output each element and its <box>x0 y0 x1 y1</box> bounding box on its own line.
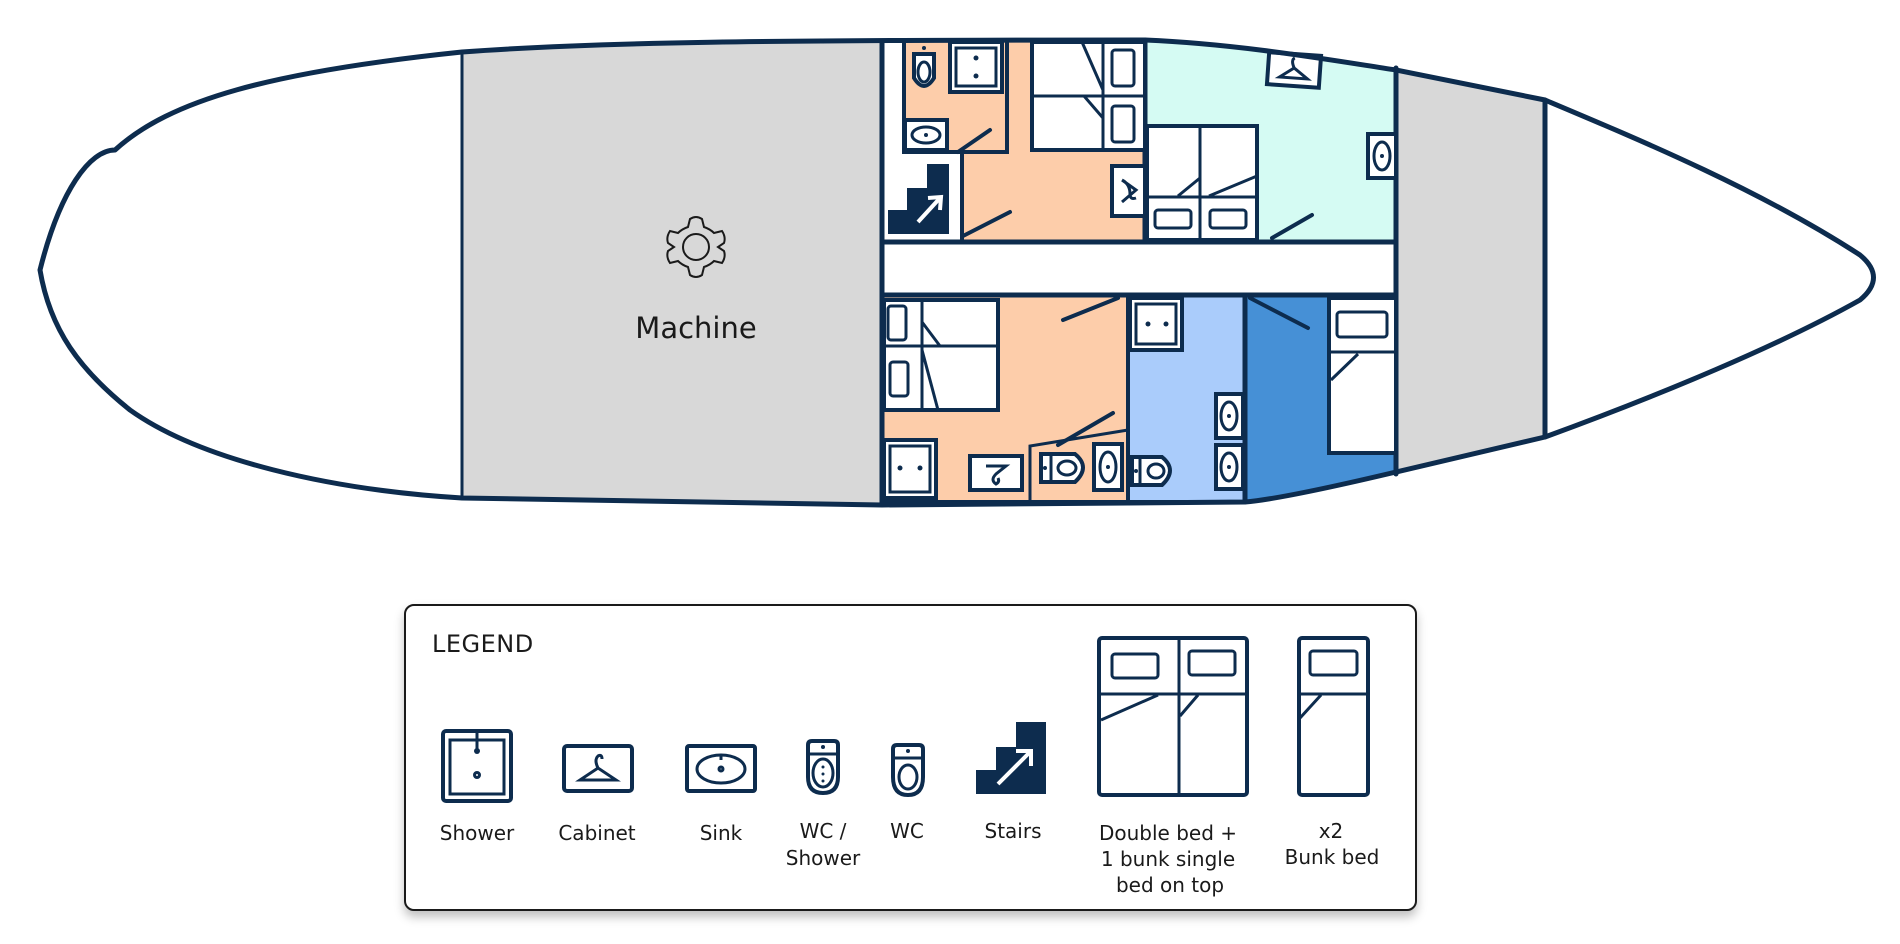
legend-label-double-bed-2: 1 bunk single <box>1101 847 1235 871</box>
legend-bunk-bed-icon <box>1297 636 1370 797</box>
sink-icon <box>903 118 949 152</box>
wc-icon <box>912 46 936 88</box>
legend-label-stairs: Stairs <box>985 819 1042 843</box>
stairs-icon <box>888 164 949 234</box>
sink-icon <box>1366 132 1398 180</box>
legend-label-wc-shower-1: WC / <box>800 819 847 843</box>
bunk-bed-icon <box>1030 40 1147 152</box>
shower-icon <box>948 40 1004 94</box>
door <box>956 128 992 154</box>
legend-label-bunk-bed-1: x2 <box>1319 819 1344 843</box>
cabinet-icon <box>968 454 1024 492</box>
legend-label-shower: Shower <box>440 821 515 845</box>
sink-icon <box>1092 442 1124 492</box>
double-bed-icon <box>1145 124 1259 242</box>
door <box>1056 411 1115 447</box>
legend-sink-icon <box>685 744 757 793</box>
legend-title: LEGEND <box>432 630 534 658</box>
single-bed-icon <box>1327 296 1398 455</box>
legend-label-cabinet: Cabinet <box>558 821 635 845</box>
legend-label-wc: WC <box>890 819 924 843</box>
legend-stairs-icon <box>976 722 1046 794</box>
sink-icon <box>1214 392 1245 440</box>
bunk-bed-icon <box>882 298 1000 412</box>
door <box>1270 213 1314 240</box>
door <box>1061 296 1120 322</box>
legend-cabinet-icon <box>562 744 634 793</box>
hull-outline <box>37 37 1876 508</box>
wc-icon <box>1039 452 1085 484</box>
legend-label-sink: Sink <box>700 821 743 845</box>
shower-icon <box>1128 296 1184 352</box>
legend-label-double-bed-1: Double bed + <box>1099 821 1237 845</box>
legend-double-bed-icon <box>1097 636 1249 797</box>
door <box>1248 296 1310 330</box>
gear-icon <box>666 216 726 278</box>
wc-icon <box>1130 455 1172 487</box>
legend-label-wc-shower-2: Shower <box>786 846 861 870</box>
legend-shower-icon <box>441 729 513 803</box>
shower-icon <box>882 438 938 500</box>
storage-room <box>1396 40 1545 505</box>
legend-label-double-bed-3: bed on top <box>1116 873 1224 897</box>
machine-label: Machine <box>635 311 756 345</box>
door <box>961 210 1012 238</box>
legend-wc-shower-icon <box>806 739 840 796</box>
machine-room <box>462 40 882 505</box>
cabinet-icon <box>1110 164 1147 218</box>
legend-wc-icon <box>891 743 925 798</box>
legend-labels: Shower Cabinet Sink WC / Shower WC Stair… <box>440 819 1380 897</box>
wc-compartment-wall <box>1028 428 1129 502</box>
legend-label-bunk-bed-2: Bunk bed <box>1285 845 1380 869</box>
sink-icon <box>1214 443 1245 491</box>
